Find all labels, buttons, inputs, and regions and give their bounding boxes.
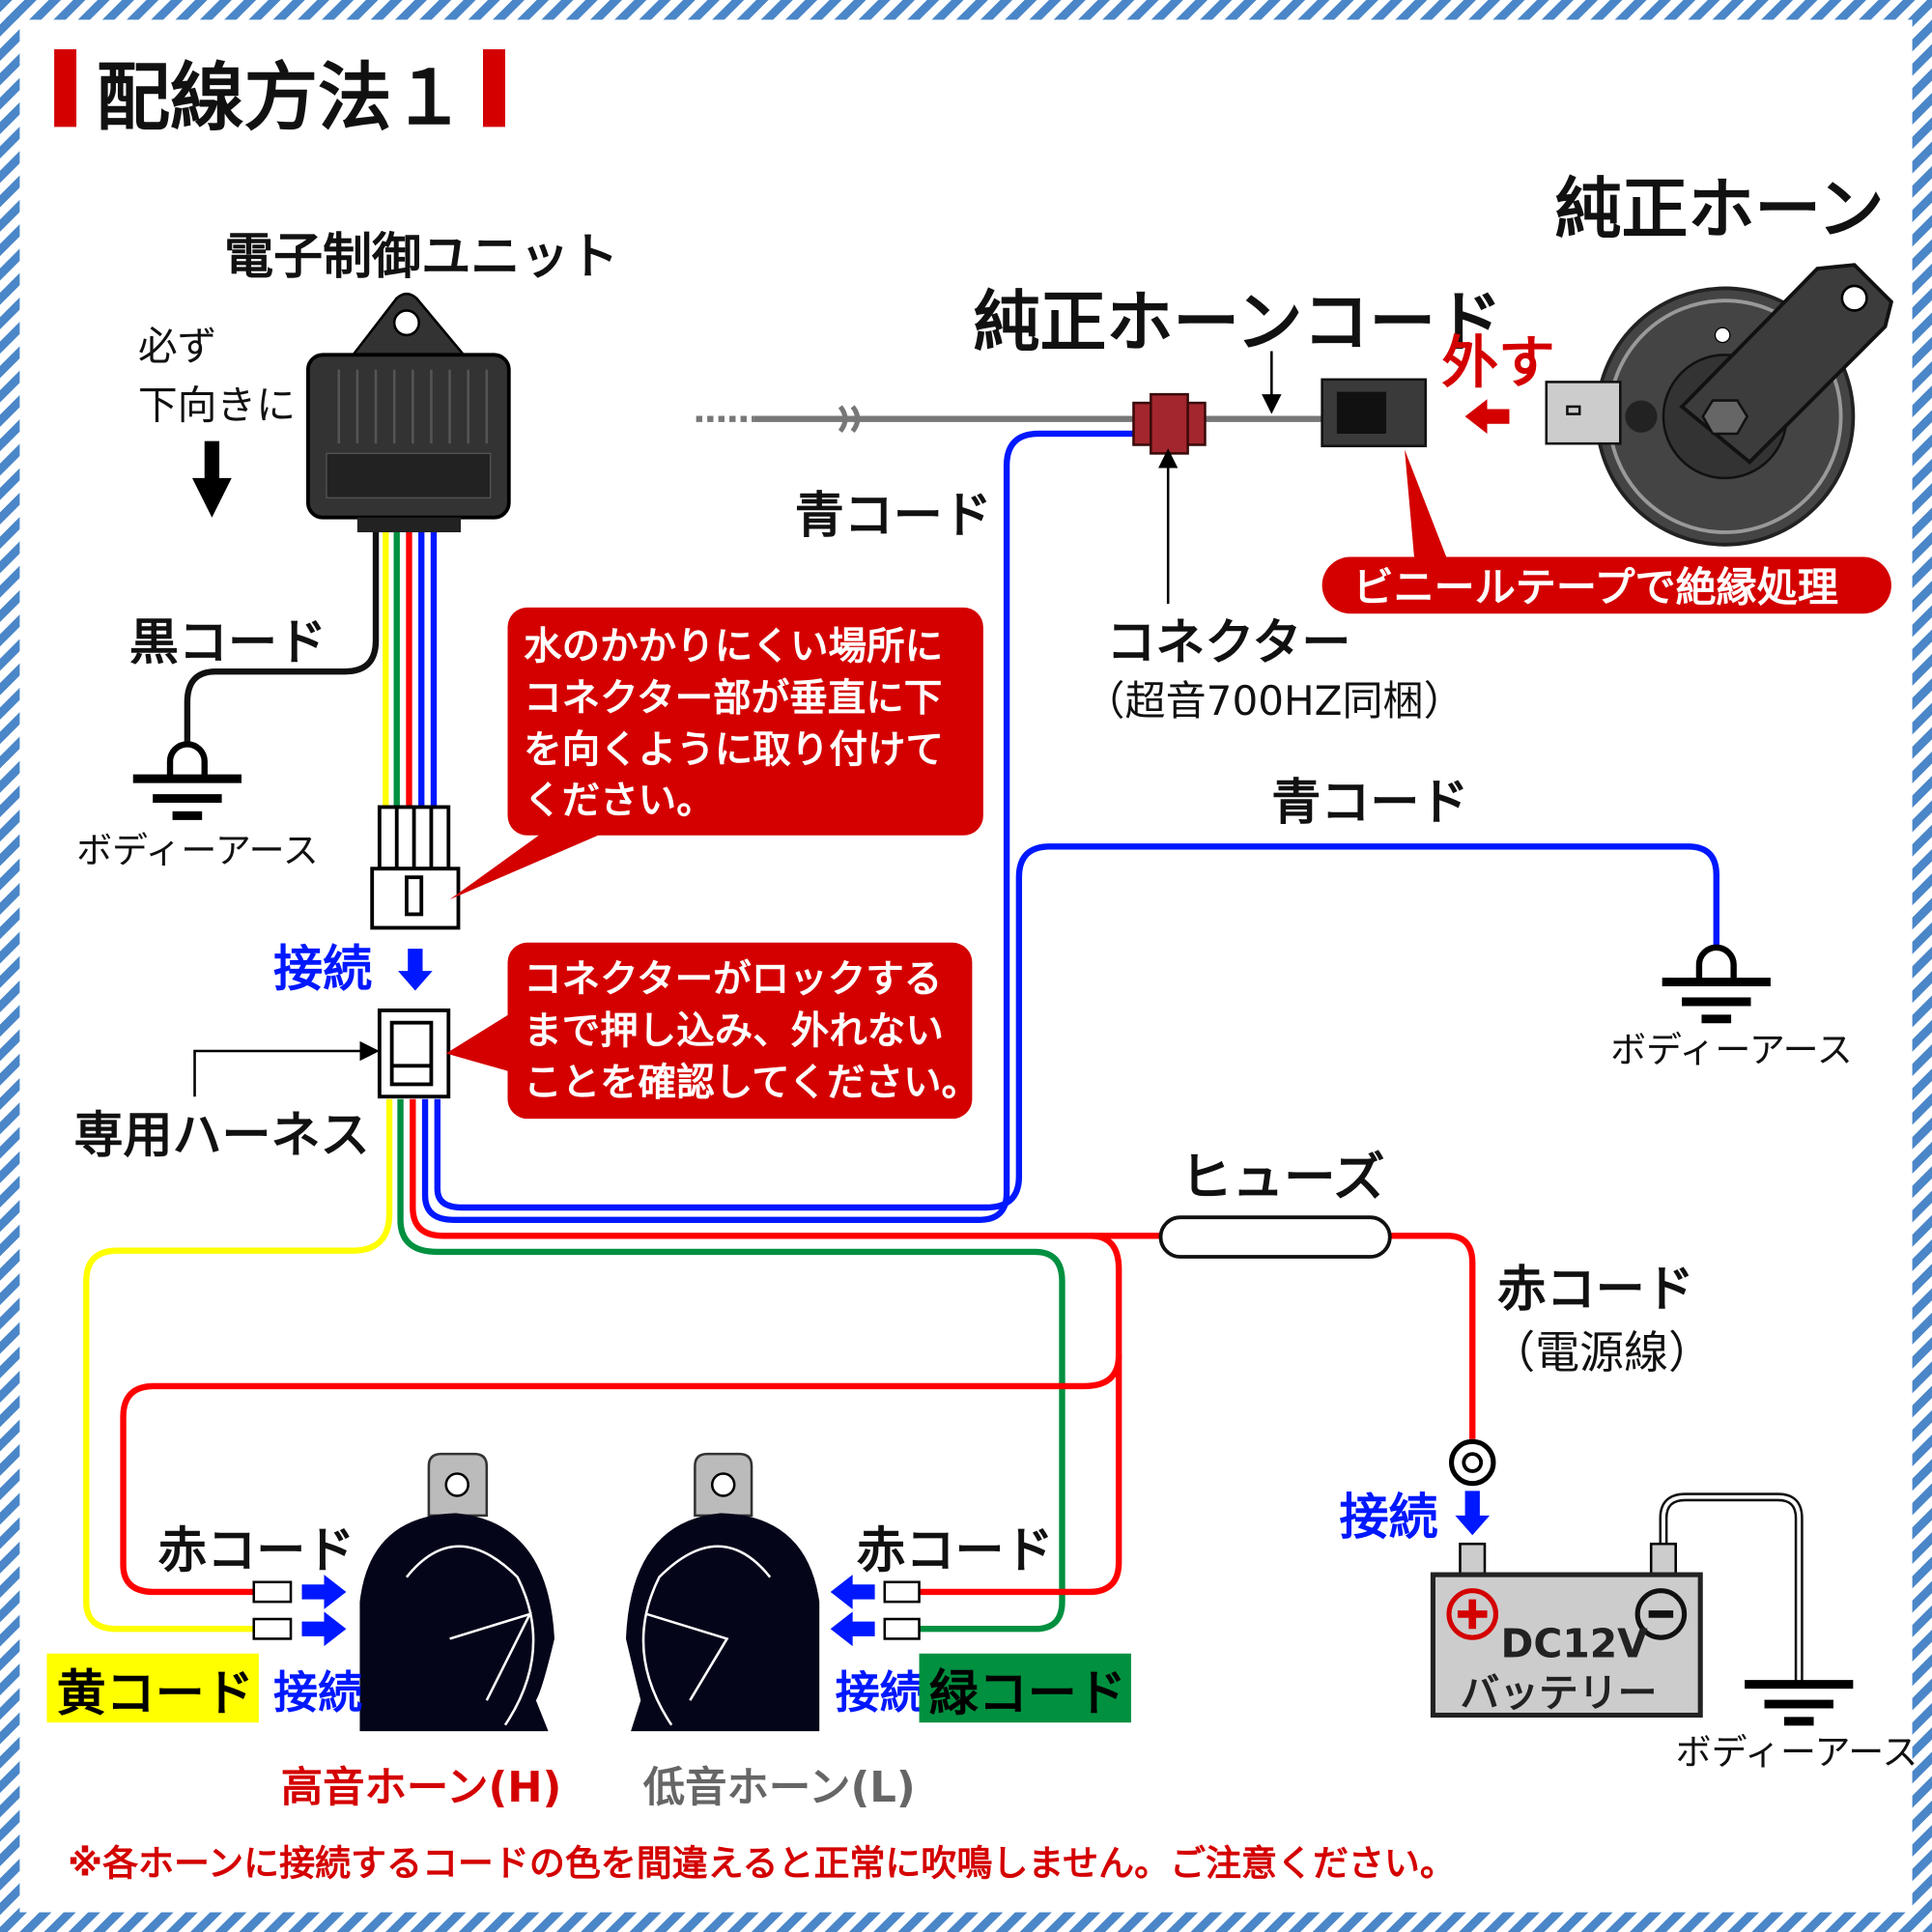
red-power-label: 赤コード <box>1497 1262 1694 1319</box>
ground-icon <box>132 741 242 820</box>
ground-label-3: ボディーアース <box>1676 1732 1918 1774</box>
tape-note-callout: ビニールテープで絶縁処理 <box>1321 449 1891 614</box>
arrow-left-icon <box>1464 399 1510 434</box>
red-power-sub-label: （電源線） <box>1491 1326 1713 1378</box>
green-cord-badge <box>919 1653 1131 1723</box>
svg-text:を向くように取り付けて: を向くように取り付けて <box>524 728 944 773</box>
svg-text:コネクター部が垂直に下: コネクター部が垂直に下 <box>524 676 942 721</box>
arrow-down-icon <box>397 949 433 991</box>
blue-cord-label-2: 青コード <box>1271 775 1468 832</box>
yellow-wire <box>83 1098 393 1633</box>
minus-icon <box>1634 1588 1688 1640</box>
high-horn-label: 高音ホーン(H) <box>281 1764 562 1812</box>
arrow-down-icon <box>191 440 232 518</box>
svg-text:ビニールテープで絶縁処理: ビニールテープで絶縁処理 <box>1353 563 1838 611</box>
svg-text:DC12V: DC12V <box>1501 1621 1649 1667</box>
title-bar-left <box>54 49 77 128</box>
right-red-cord-label: 赤コード <box>856 1522 1053 1579</box>
ecu-note-line2: 下向きに <box>138 383 296 429</box>
remove-label: 外す <box>1441 329 1554 395</box>
low-horn-image <box>625 1452 820 1732</box>
blue-wire-connector <box>421 430 1134 1223</box>
arrow-right-icons <box>301 1575 875 1647</box>
plus-icon <box>1446 1588 1499 1640</box>
svg-text:コネクターがロックする: コネクターがロックする <box>524 957 942 1002</box>
stock-cord-connector <box>1321 378 1428 448</box>
yellow-cord-badge <box>46 1653 259 1723</box>
footnote: ※各ホーンに接続するコードの色を間違えると正常に吹鳴しません。ご注意ください。 <box>68 1842 1456 1884</box>
svg-text:バッテリー: バッテリー <box>1460 1670 1657 1717</box>
black-wire <box>184 529 380 746</box>
harness-connect-label: 接続 <box>273 941 372 998</box>
low-horn-label: 低音ホーン(L) <box>643 1764 916 1812</box>
yellow-cord-label: 黄コード <box>57 1665 254 1722</box>
ground-label-1: ボディーアース <box>76 830 319 871</box>
connect-right-label: 接続 <box>836 1666 924 1719</box>
callout-install-note: 水のかかりにくい場所に コネクター部が垂直に下 を向くように取り付けて ください… <box>449 607 983 900</box>
left-red-cord-label: 赤コード <box>157 1522 355 1579</box>
page-title: 配線方法１ <box>96 56 466 142</box>
green-cord-label: 緑コード <box>929 1665 1126 1722</box>
fuse-label: ヒューズ <box>1180 1147 1385 1208</box>
red-power-wire <box>410 1098 1476 1439</box>
stock-horn-image <box>1545 263 1894 547</box>
harness-connector-female <box>377 1009 451 1099</box>
stock-horn-cord-label: 純正ホーンコード <box>974 284 1502 361</box>
title-bar-right <box>483 49 505 128</box>
blue-cord-label-1: 青コード <box>795 488 992 545</box>
ecu-unit <box>305 292 511 533</box>
connector-label: コネクター <box>1106 614 1350 671</box>
connect-left-label: 接続 <box>273 1666 362 1719</box>
svg-text:まで押し込み、外れない: まで押し込み、外れない <box>524 1009 944 1053</box>
arrow-down-icon <box>1455 1491 1491 1536</box>
ground-icon <box>1662 944 1771 1024</box>
red-wire-high-horn <box>120 1354 1122 1596</box>
svg-text:水のかかりにくい場所に: 水のかかりにくい場所に <box>524 624 943 668</box>
harness-connector-male <box>370 805 461 930</box>
callout-lock-note: コネクターがロックする まで押し込み、外れない ことを確認してください。 <box>445 942 980 1120</box>
connector-sub-label: （超音700HZ同梱） <box>1084 677 1463 724</box>
stock-horn-label: 純正ホーン <box>1555 171 1885 248</box>
harness-label: 専用ハーネス <box>74 1108 370 1165</box>
ground-icon <box>1745 1680 1854 1726</box>
ground-label-2: ボディーアース <box>1610 1029 1853 1070</box>
fuse-icon <box>1158 1215 1392 1259</box>
horn-terminals <box>252 1580 921 1640</box>
blue-wire-ground <box>434 843 1719 1211</box>
battery: DC12V バッテリー <box>1430 1542 1703 1719</box>
battery-connect-label: 接続 <box>1339 1490 1437 1547</box>
svg-text:ください。: ください。 <box>524 779 715 823</box>
red-connector <box>1132 392 1207 455</box>
wires <box>83 415 1804 1683</box>
ecu-note-line1: 必ず <box>138 323 217 369</box>
high-horn-image <box>359 1452 554 1732</box>
svg-text:ことを確認してください。: ことを確認してください。 <box>524 1061 980 1105</box>
red-wire-low-horn <box>919 1233 1122 1596</box>
black-cord-label: 黒コード <box>129 614 327 671</box>
ecu-label: 電子制御ユニット <box>224 229 618 286</box>
green-wire <box>397 1098 1065 1633</box>
